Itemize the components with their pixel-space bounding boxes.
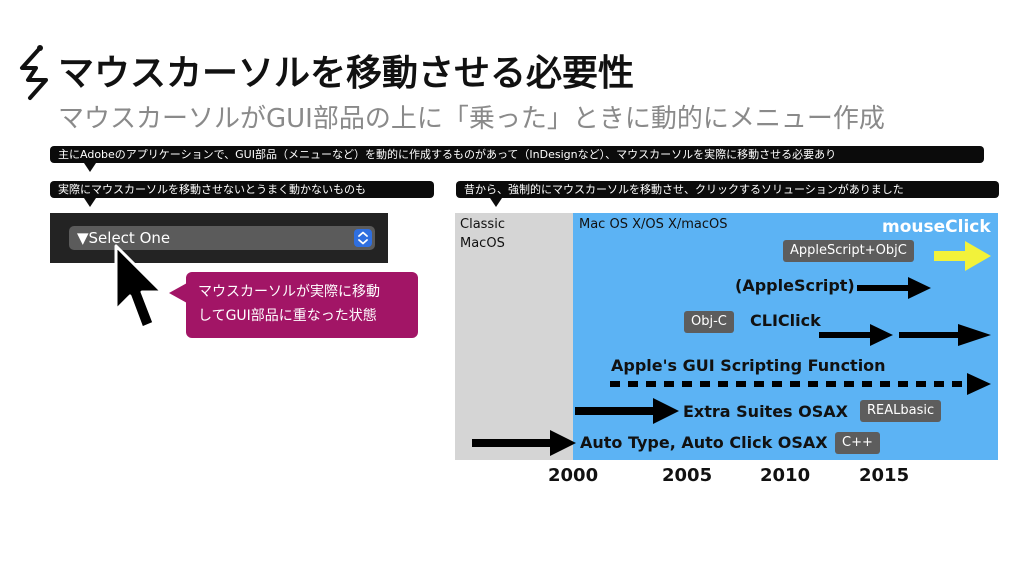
arrow-cliclick-1: [819, 324, 893, 346]
page-title: マウスカーソルを移動させる必要性: [58, 53, 635, 94]
timeline-arrows: [472, 241, 991, 456]
item-cliclick-label: CLIClick: [750, 311, 821, 330]
note-top: 主にAdobeのアプリケーションで、GUI部品（メニューなど）を動的に作成するも…: [50, 146, 984, 163]
x-tick-2000: 2000: [548, 465, 599, 486]
arrow-mouseclick: [934, 241, 991, 271]
select-one-dropdown[interactable]: ▼Select One: [69, 226, 375, 250]
timeline-chart: Classic MacOS Mac OS X/OS X/macOS mouseC…: [455, 213, 998, 460]
note-left: 実際にマウスカーソルを移動させないとうまく動かないものも: [50, 181, 434, 198]
callout-line-2: してGUI部品に重なった状態: [198, 308, 377, 324]
note-right-tail: [490, 198, 502, 207]
callout-line-1: マウスカーソルが実際に移動: [198, 284, 380, 300]
item-mouseclick-tag: AppleScript+ObjC: [783, 240, 914, 262]
note-left-tail: [84, 198, 96, 207]
era-macos-label: Mac OS X/OS X/macOS: [579, 217, 728, 232]
arrow-gui-scripting-head: [967, 373, 991, 395]
item-cliclick-tag: Obj-C: [684, 311, 734, 333]
item-gui-scripting-label: Apple's GUI Scripting Function: [611, 356, 886, 375]
x-tick-2010: 2010: [760, 465, 811, 486]
item-applescript-label: (AppleScript): [735, 276, 855, 295]
app-logo-icon: [20, 45, 48, 100]
page-subtitle: マウスカーソルがGUI部品の上に「乗った」ときに動的にメニュー作成: [58, 104, 885, 134]
item-mouseclick-label: mouseClick: [882, 217, 991, 237]
item-auto-type-label: Auto Type, Auto Click OSAX: [580, 433, 828, 452]
era-classic-label: Classic MacOS: [460, 217, 505, 251]
select-value: ▼Select One: [77, 229, 171, 247]
arrow-extra-suites: [575, 398, 679, 424]
note-right: 昔から、強制的にマウスカーソルを移動させ、クリックするソリューションがありました: [456, 181, 999, 198]
item-extra-suites-label: Extra Suites OSAX: [683, 402, 848, 421]
arrow-auto-type: [472, 430, 576, 456]
item-auto-type-tag: C++: [835, 432, 880, 454]
note-top-tail: [84, 163, 96, 172]
mouse-cursor-icon: [114, 244, 164, 330]
callout-box: マウスカーソルが実際に移動 してGUI部品に重なった状態: [186, 272, 418, 338]
era-classic-region: [455, 213, 573, 460]
stepper-icon: [354, 229, 372, 247]
callout-tail: [169, 283, 187, 303]
item-extra-suites-tag: REALbasic: [860, 400, 942, 422]
x-tick-2015: 2015: [859, 465, 910, 486]
arrow-cliclick-2: [899, 324, 991, 346]
x-tick-2005: 2005: [662, 465, 713, 486]
arrow-applescript: [857, 277, 931, 299]
